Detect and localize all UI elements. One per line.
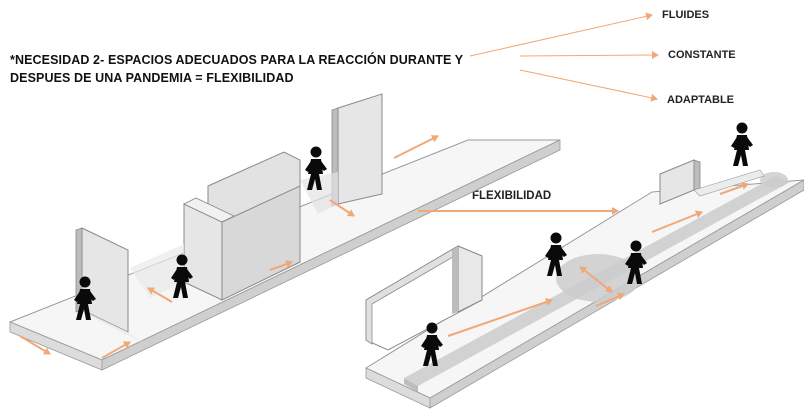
right-corridor-scene: [364, 122, 804, 409]
flexibilidad-label: FLEXIBILIDAD: [472, 190, 552, 202]
keyword-connectors: [469, 12, 659, 102]
heading-line-2: DESPUES DE UNA PANDEMIA = FLEXIBILIDAD: [10, 71, 294, 85]
keyword-constante: CONSTANTE: [668, 49, 736, 61]
keyword-fluides: FLUIDES: [662, 9, 710, 21]
need-heading: *NECESIDAD 2- ESPACIOS ADECUADOS PARA LA…: [10, 51, 550, 87]
person-walking-icon: [731, 122, 753, 166]
left-corridor-scene: [8, 93, 561, 371]
keyword-adaptable: ADAPTABLE: [667, 94, 735, 106]
heading-line-1: *NECESIDAD 2- ESPACIOS ADECUADOS PARA LA…: [10, 53, 464, 67]
